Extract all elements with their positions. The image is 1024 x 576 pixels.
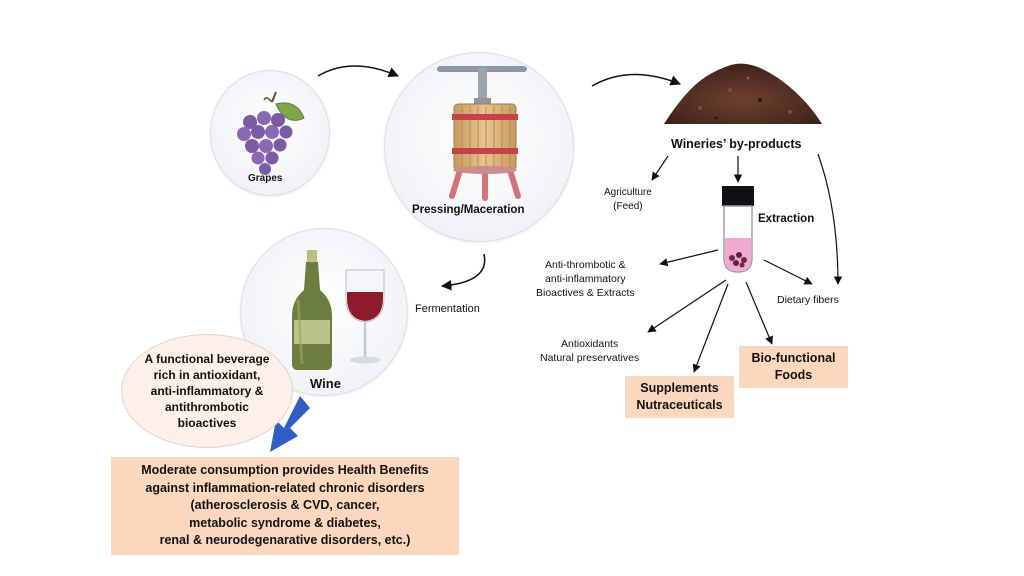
antioxidants-line1: Antioxidants bbox=[561, 338, 619, 350]
arrow-grapes-to-pressing bbox=[317, 65, 399, 78]
supplements-line1: Supplements bbox=[640, 381, 719, 395]
antithrombotic-line1: Anti-thrombotic & bbox=[545, 259, 626, 271]
functional-beverage-bubble: A functional beverage rich in antioxidan… bbox=[121, 334, 293, 448]
byproducts-label: Wineries’ by-products bbox=[671, 137, 802, 151]
supplements-line2: Nutraceuticals bbox=[636, 398, 723, 412]
beverage-line2: rich in antioxidant, bbox=[153, 368, 261, 382]
functional-beverage-text: A functional beverage rich in antioxidan… bbox=[145, 351, 270, 431]
supplements-box: Supplements Nutraceuticals bbox=[625, 376, 734, 418]
agriculture-line1: Agriculture bbox=[604, 187, 652, 198]
dietary-fibers-label: Dietary fibers bbox=[777, 294, 839, 306]
health-line4: metabolic syndrome & diabetes, bbox=[189, 515, 381, 530]
arrow-to-antioxidants bbox=[647, 279, 727, 333]
biofunctional-line1: Bio-functional bbox=[751, 351, 836, 365]
health-benefits-arrow bbox=[270, 396, 310, 452]
biofunctional-box: Bio-functional Foods bbox=[739, 346, 848, 388]
biofunctional-line2: Foods bbox=[774, 368, 813, 382]
wine-bottle-icon bbox=[292, 250, 332, 370]
arrow-pressing-to-wine bbox=[440, 253, 486, 291]
arrow-to-biofunctional bbox=[745, 281, 773, 345]
health-line2: against inflammation-related chronic dis… bbox=[145, 480, 425, 495]
antioxidants-label: Antioxidants Natural preservatives bbox=[540, 337, 639, 365]
test-tube-icon bbox=[722, 186, 754, 273]
fermentation-label: Fermentation bbox=[415, 303, 480, 315]
arrow-pressing-to-byproducts bbox=[591, 73, 681, 87]
health-line1: Moderate consumption provides Health Ben… bbox=[141, 463, 429, 478]
beverage-line4: antithrombotic bbox=[164, 400, 249, 414]
pomace-pile-icon bbox=[664, 63, 822, 124]
antioxidants-line2: Natural preservatives bbox=[540, 352, 640, 364]
health-line5: renal & neurodegenarative disorders, etc… bbox=[159, 533, 411, 548]
health-line3: (atherosclerosis & CVD, cancer, bbox=[190, 498, 380, 513]
grapes-label: Grapes bbox=[248, 173, 283, 184]
grapes-icon bbox=[237, 91, 305, 175]
wine-press-icon bbox=[437, 66, 527, 201]
beverage-line3: anti-inflammatory & bbox=[150, 384, 264, 398]
beverage-line1: A functional beverage bbox=[144, 352, 270, 366]
wine-glass-icon bbox=[345, 269, 385, 364]
antithrombotic-label: Anti-thrombotic & anti-inflammatory Bioa… bbox=[536, 258, 635, 300]
antithrombotic-line3: Bioactives & Extracts bbox=[536, 287, 635, 299]
beverage-line5: bioactives bbox=[177, 416, 237, 430]
pressing-label: Pressing/Maceration bbox=[412, 204, 525, 216]
extraction-label: Extraction bbox=[758, 213, 815, 225]
arrow-to-antithrombotic bbox=[659, 249, 719, 267]
wine-label: Wine bbox=[310, 376, 341, 391]
agriculture-line2: (Feed) bbox=[613, 201, 643, 212]
arrow-to-supplements bbox=[692, 283, 729, 373]
arrow-to-dietary-fibers bbox=[817, 153, 843, 285]
health-benefits-box: Moderate consumption provides Health Ben… bbox=[111, 457, 459, 555]
arrow-to-dietary-fibers-2 bbox=[763, 259, 813, 285]
arrow-to-agriculture bbox=[651, 155, 669, 181]
antithrombotic-line2: anti-inflammatory bbox=[545, 273, 626, 285]
agriculture-label: Agriculture (Feed) bbox=[604, 186, 652, 214]
